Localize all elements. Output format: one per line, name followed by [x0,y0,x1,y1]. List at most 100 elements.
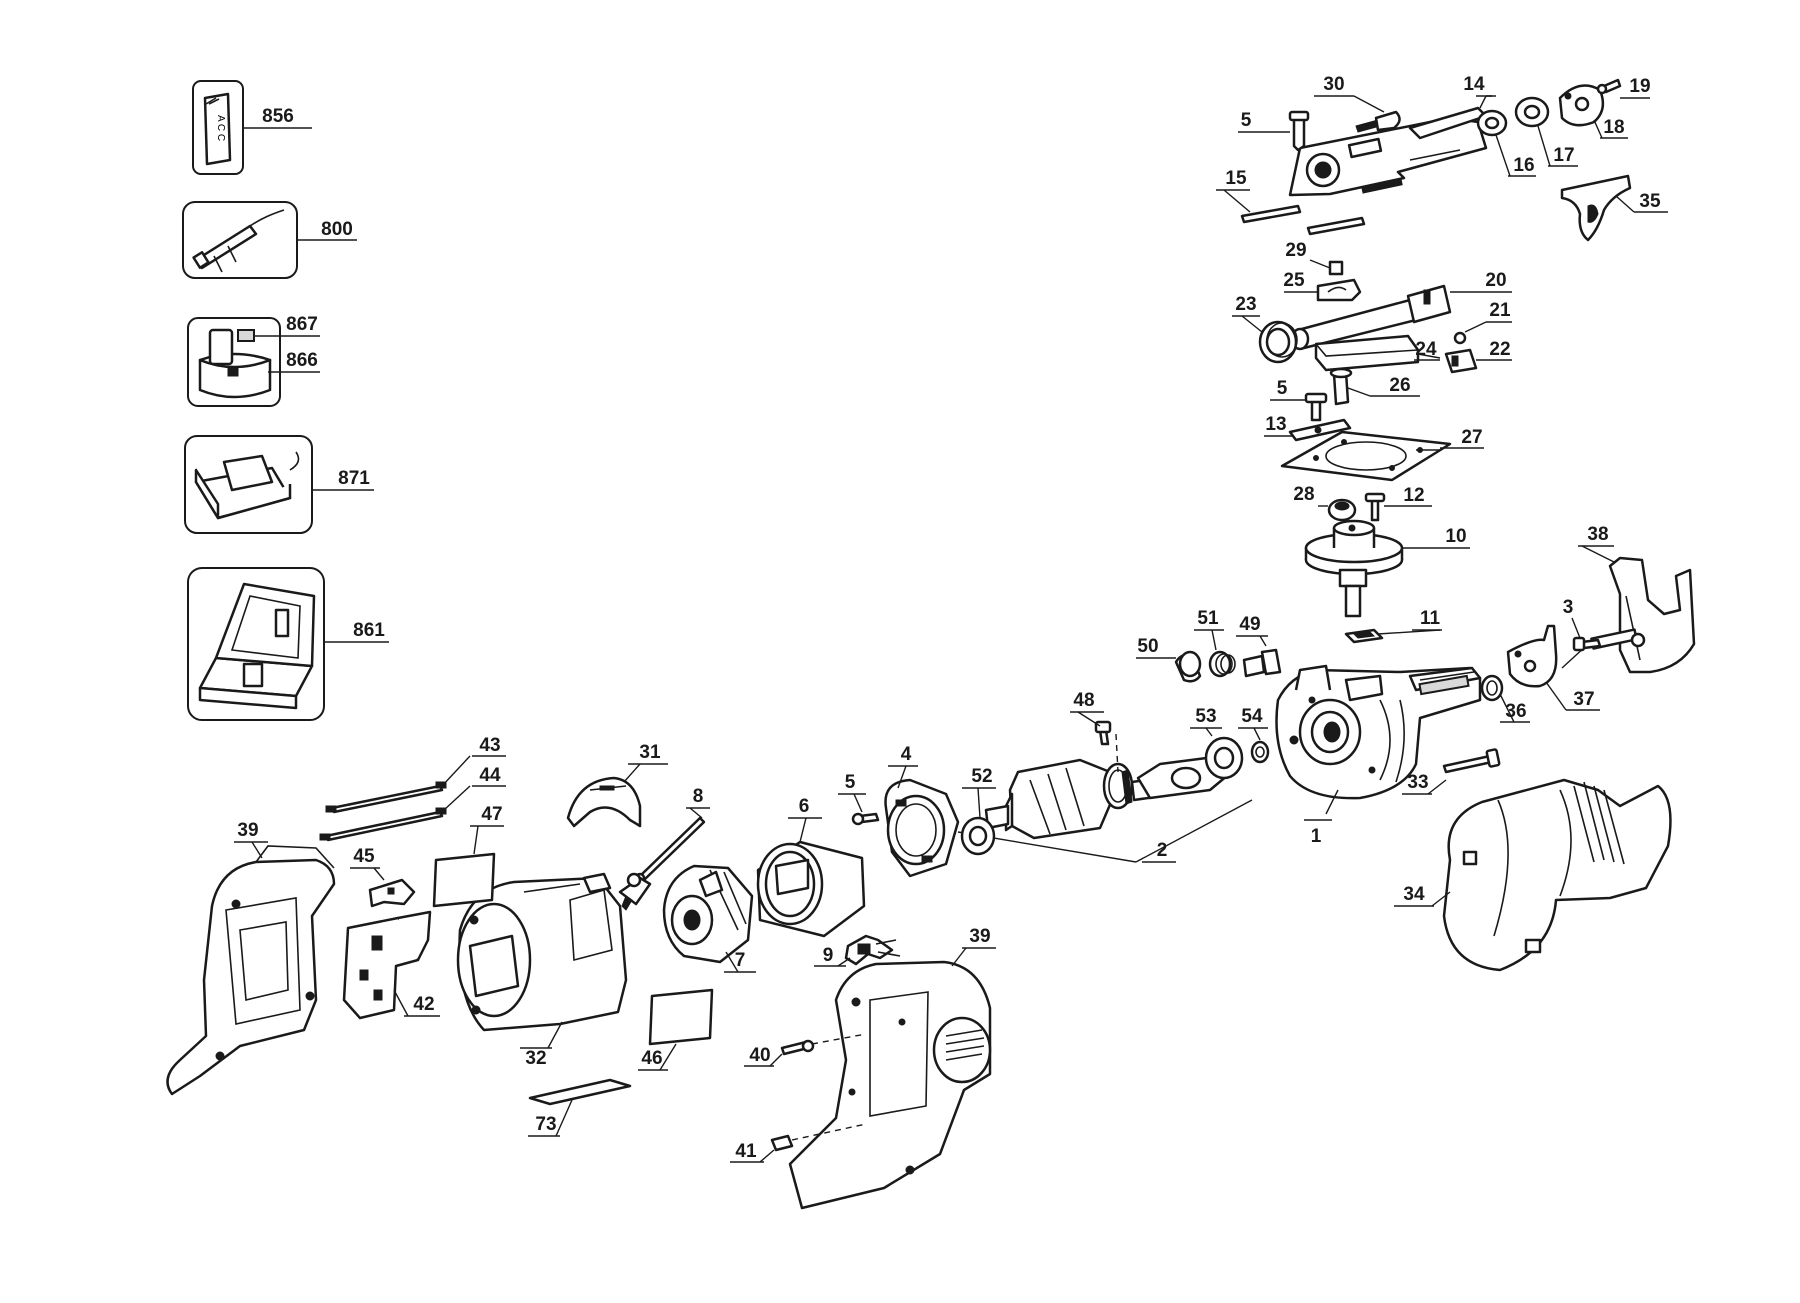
part-brush-clip [618,872,652,911]
label-42: 42 [413,994,434,1015]
label-33: 33 [1407,772,1428,793]
part-800-charger-cord: 800 [182,201,357,279]
label-6: 6 [799,796,810,817]
label-38: 38 [1587,524,1608,545]
part-7-field: 7 [662,864,756,973]
part-38-shoe: 38 [1561,524,1696,674]
part-23-spring: 23 [1232,294,1298,364]
label-32: 32 [525,1048,546,1069]
label-8: 8 [693,786,704,807]
part-856-label-card: A C C 856 [192,80,312,175]
label-41: 41 [735,1141,757,1162]
label-29: 29 [1285,240,1306,261]
label-16: 16 [1513,155,1534,176]
label-50: 50 [1137,636,1158,657]
label-22: 22 [1489,339,1510,360]
part-48-screw: 48 [1070,690,1119,773]
label-25: 25 [1283,270,1305,291]
part-54-ring: 54 [1238,706,1270,764]
label-49: 49 [1239,614,1260,635]
part-15-pins: 15 [1216,168,1366,236]
part-861-case: 861 [187,567,389,721]
label-52: 52 [971,766,992,787]
label-5-top: 5 [1241,110,1252,131]
label-48: 48 [1073,690,1094,711]
part-35-lever: 35 [1560,174,1668,242]
label-19: 19 [1629,76,1650,97]
label-31: 31 [639,742,661,763]
label-10: 10 [1445,526,1466,547]
part-24-bracket: 24 [1314,334,1441,372]
part-16-washer: 16 [1476,109,1536,177]
label-867: 867 [286,314,318,335]
part-1-gear-case: 1 [1275,664,1482,847]
part-6-sleeve: 6 [756,796,866,938]
label-53: 53 [1195,706,1216,727]
label-9: 9 [823,945,834,966]
part-52-bearing: 52 [960,766,996,856]
part-51-spring: 51 [1194,608,1236,678]
label-800: 800 [321,219,353,240]
label-35: 35 [1639,191,1661,212]
label-47: 47 [481,804,502,825]
label-2: 2 [1157,840,1168,861]
part-44-wire: 44 [319,765,506,842]
label-1: 1 [1311,826,1322,847]
part-14-top-cover: 14 30 [1288,74,1496,197]
label-11: 11 [1420,608,1441,629]
part-871-charger: 871 [184,435,374,534]
label-40: 40 [749,1045,770,1066]
part-22-block: 22 [1444,339,1512,374]
part-36-ring: 36 [1480,674,1530,723]
label-7: 7 [735,950,746,971]
part-12-screw: 12 [1364,485,1432,522]
part-41-nut: 41 [730,1123,867,1163]
part-31-cover: 31 [566,742,668,828]
part-5-screw-mid: 5 [1270,378,1328,422]
label-37: 37 [1573,689,1594,710]
label-871: 871 [338,468,370,489]
part-34-boot: 34 [1394,778,1672,972]
part-5-screw-top: 5 [1238,110,1310,152]
part-13-plate: 13 [1264,414,1352,442]
label-18: 18 [1603,117,1624,138]
part-4-brush-holder: 4 [884,744,960,878]
label-26: 26 [1389,375,1410,396]
label-36: 36 [1505,701,1526,722]
label-5-mid: 5 [1277,378,1288,399]
label-46: 46 [641,1048,662,1069]
label-856: 856 [262,106,294,127]
part-37-bracket: 37 [1506,624,1600,711]
part-26-pin: 26 [1329,367,1420,406]
label-21: 21 [1489,300,1511,321]
label-5-low: 5 [845,772,856,793]
label-27: 27 [1461,427,1482,448]
part-21-ball: 21 [1453,300,1512,345]
label-3: 3 [1563,597,1574,618]
part-9-brush: 9 [814,934,901,967]
part-19-screw: 19 [1596,76,1651,99]
part-5-screw-low: 5 [838,772,880,826]
label-4: 4 [901,744,912,765]
part-45-trigger-lock: 45 [350,846,416,908]
label-34: 34 [1403,884,1425,905]
label-39-left: 39 [237,820,258,841]
label-44: 44 [479,765,501,786]
label-15: 15 [1225,168,1247,189]
label-12: 12 [1403,485,1424,506]
label-24: 24 [1415,339,1437,360]
part-18-plate: 18 [1558,84,1628,139]
part-39-handle-right: 39 [788,926,996,1210]
part-25-clamp: 25 [1283,270,1362,302]
label-28: 28 [1293,484,1314,505]
part-53-bearing: 53 [1190,706,1244,780]
label-13: 13 [1265,414,1286,435]
part-27-gasket: 27 [1280,427,1484,482]
part-10-wobble-gear: 10 [1304,519,1470,618]
part-2-armature: 2 [957,758,1253,863]
label-30: 30 [1323,74,1344,95]
label-23: 23 [1235,294,1256,315]
label-73: 73 [535,1114,556,1135]
label-51: 51 [1197,608,1219,629]
part-29-pad: 29 [1285,240,1344,276]
